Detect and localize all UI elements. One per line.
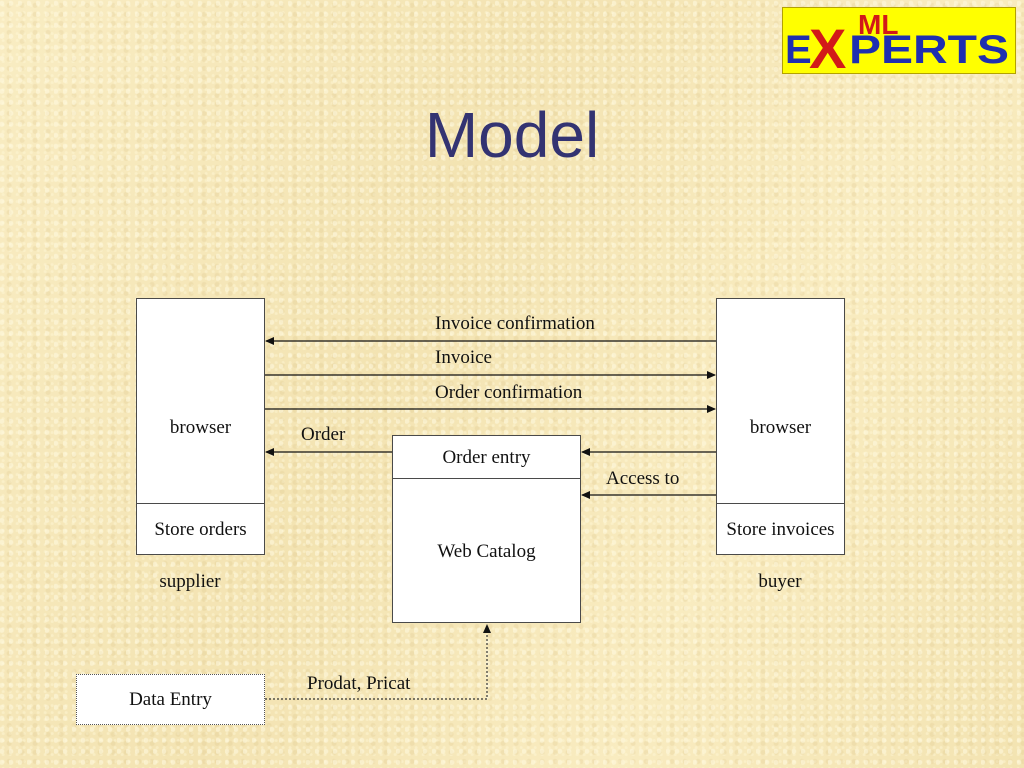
supplier-store-label: Store orders: [154, 519, 247, 540]
ml-experts-logo: ML E X PERTS: [782, 7, 1016, 74]
invoice-label: Invoice: [435, 347, 492, 368]
web-catalog-label: Web Catalog: [437, 541, 536, 562]
buyer-store-box: [716, 503, 845, 555]
logo-ml-text: ML: [858, 9, 898, 40]
logo-e-text: E: [785, 28, 812, 72]
order-confirmation-label: Order confirmation: [435, 382, 583, 403]
data-entry-label: Data Entry: [129, 689, 212, 710]
buyer-store-label: Store invoices: [726, 519, 835, 540]
web-catalog-box: [392, 478, 581, 623]
buyer-browser-label: browser: [749, 417, 812, 438]
access-to-label: Access to: [606, 468, 680, 489]
data-entry-box: [76, 674, 265, 725]
prodat-pricat-label: Prodat, Pricat: [307, 673, 411, 694]
invoice-confirmation-label: Invoice confirmation: [435, 313, 595, 334]
logo-perts-text: PERTS: [849, 28, 1009, 72]
supplier-browser-box: [136, 298, 265, 504]
logo-x-text: X: [809, 17, 846, 73]
buyer-caption: buyer: [758, 571, 802, 592]
supplier-caption: supplier: [159, 571, 221, 592]
buyer-browser-box: [716, 298, 845, 504]
prodat-pricat-connector: [265, 624, 491, 700]
logo-graphic: ML E X PERTS: [785, 9, 1009, 73]
order-entry-box: [392, 435, 581, 479]
order-label: Order: [301, 424, 346, 445]
supplier-store-box: [136, 503, 265, 555]
supplier-browser-label: browser: [169, 417, 232, 438]
slide-title: Model: [424, 99, 600, 171]
order-entry-label: Order entry: [442, 447, 531, 468]
